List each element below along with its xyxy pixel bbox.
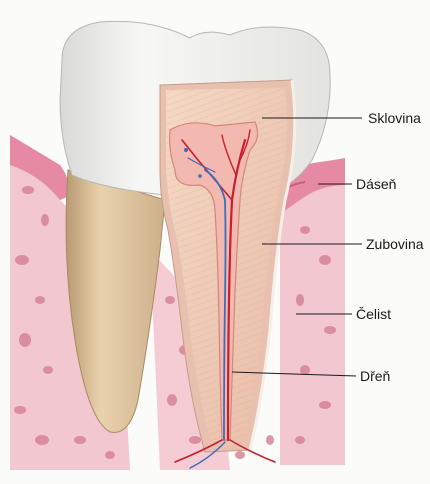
- pulp-label: Dřeň: [360, 368, 390, 384]
- jaw-label: Čelist: [356, 306, 391, 322]
- dentin-label: Zubovina: [366, 236, 424, 252]
- enamel-label: Sklovina: [368, 110, 421, 126]
- gum-label: Dáseň: [356, 176, 396, 192]
